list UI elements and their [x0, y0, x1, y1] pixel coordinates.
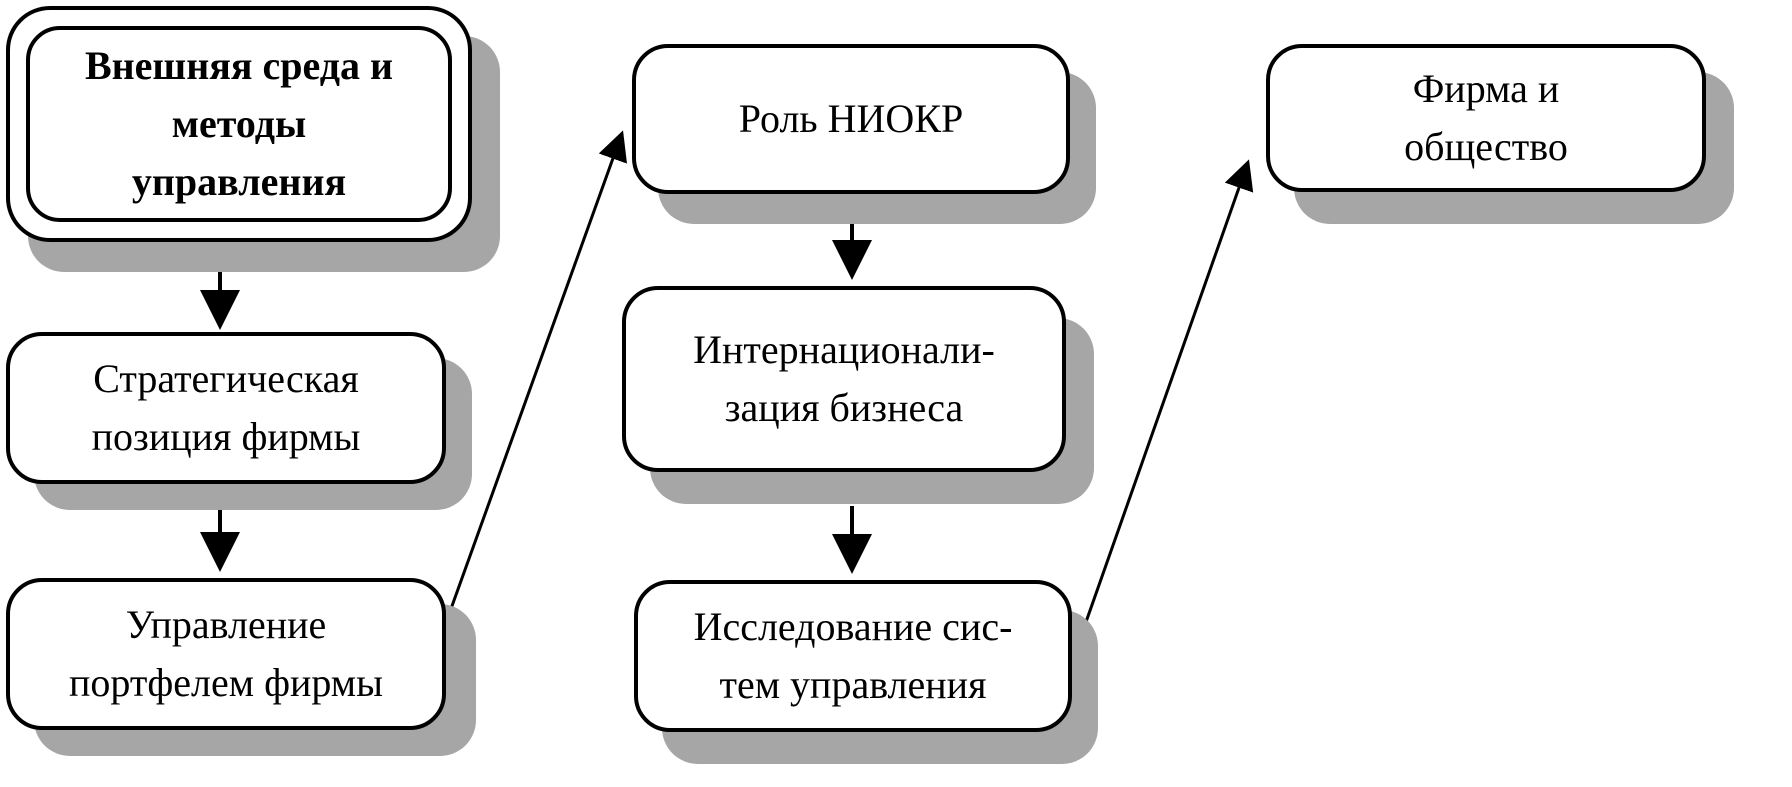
- arrow-systems-to-firm-society: [1072, 159, 1254, 657]
- node-label: Внешняя среда и методы управления: [84, 43, 394, 204]
- node-label: Интернационали- зация бизнеса: [693, 327, 995, 430]
- node-external-environment: Внешняя среда и методы управления: [6, 6, 472, 242]
- node-firm-society: Фирма и общество: [1266, 44, 1706, 192]
- node-label: Фирма и общество: [1404, 66, 1568, 169]
- node-internationalization: Интернационали- зация бизнеса: [622, 286, 1066, 472]
- node-inner-border: Внешняя среда и методы управления: [26, 26, 452, 222]
- node-strategic-position: Стратегическая позиция фирмы: [6, 332, 446, 484]
- node-portfolio-management: Управление портфелем фирмы: [6, 578, 446, 730]
- node-label: Стратегическая позиция фирмы: [91, 356, 361, 459]
- node-rnd-role: Роль НИОКР: [632, 44, 1070, 194]
- node-label: Управление портфелем фирмы: [69, 602, 383, 705]
- arrow-portfolio-to-rnd: [441, 130, 627, 632]
- node-label: Исследование сис- тем управления: [693, 604, 1013, 707]
- node-systems-research: Исследование сис- тем управления: [634, 580, 1072, 732]
- node-label: Роль НИОКР: [738, 96, 964, 141]
